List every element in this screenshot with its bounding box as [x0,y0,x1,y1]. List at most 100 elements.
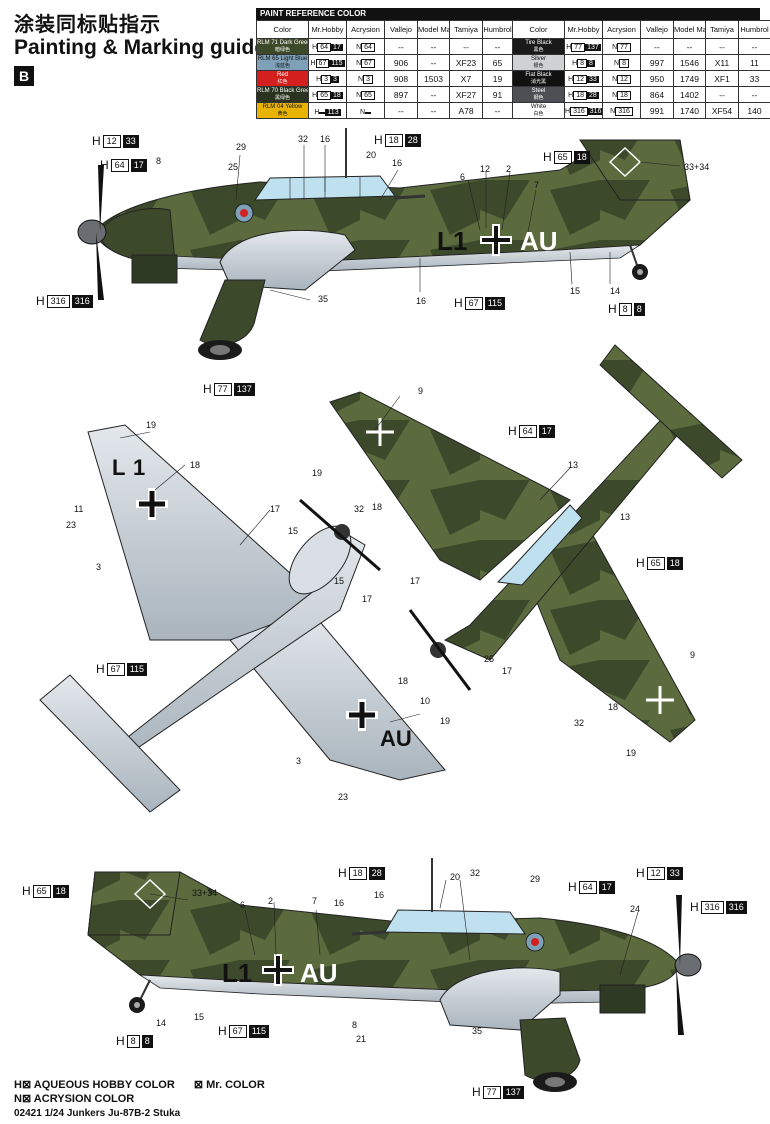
legend-mr-color: ⊠ Mr. COLOR [193,1079,265,1091]
callout-number: 11 [74,504,84,514]
page-title-cn: 涂装同标贴指示 [14,12,161,36]
callout-number: 15 [288,526,299,536]
callout-number: 16 [416,296,427,306]
side-view-left-profile: L1 AU [77,128,691,360]
callout-number: 19 [440,716,451,726]
callout-number: 6 [240,900,246,910]
paint-name-cn: 红色 [277,78,288,85]
callout-number: 2 [506,164,512,174]
paint-name-cn: 消光黑 [530,78,546,85]
paint-table: Color Mr.Hobby Acrysion Vallejo Model Ma… [256,20,770,119]
callout-number: 15 [194,1012,205,1022]
paint-name: Flat Black [525,71,552,78]
callout-number: 32 [354,504,365,514]
callout-number: 6 [460,172,466,182]
paint-code: N [346,102,385,119]
footer-caption: 02421 1/24 Junkers Ju-87B-2 Stuka [14,1108,181,1119]
callout-number: 18 [398,676,409,686]
callout-number: 35 [318,294,329,304]
side-view-right-profile: L1 AU [87,858,702,1092]
callout-number: 8 [352,1020,358,1030]
callout-number: 10 [420,696,431,706]
callout-number: 16 [374,890,385,900]
callout-number: 16 [334,898,345,908]
paint-vallejo: -- [384,102,418,119]
callout-number: 23 [66,520,77,530]
paint-name: Silver [530,55,546,62]
callout-number: 9 [418,386,424,396]
callout-number: 8 [156,156,162,166]
callout-number: 19 [626,748,637,758]
paint-name: RLM 65 Light Blue [257,55,308,62]
callout-number: 32 [470,868,481,878]
callout-number: 17 [362,594,373,604]
callout-number: 7 [534,180,540,190]
paint-name: RLM 70 Black Green [257,87,309,94]
paint-name: White [530,103,547,110]
callout-number: 25 [228,162,239,172]
paint-name-cn: 钢色 [533,94,544,101]
paint-name-cn: 黄色 [277,110,288,117]
callout-number: 33+34 [684,162,710,172]
callout-number: 19 [312,468,323,478]
callout-number: 14 [156,1018,167,1028]
callout-number: 25 [484,654,495,664]
svg-text:1: 1 [133,455,145,480]
paint-tamiya: A78 [449,102,483,119]
legend-line-2: N⊠ ACRYSION COLOR [14,1093,135,1105]
page-title: Painting & Marking guide [14,36,267,59]
paint-name: Tire Black [525,39,552,46]
legend-aqueous: H⊠ AQUEOUS HOBBY COLOR [14,1079,175,1091]
callout-number: 20 [366,150,377,160]
paint-name-cn: 黑色 [533,46,544,53]
callout-number: 3 [296,756,302,766]
version-badge: B [14,66,34,86]
callout-number: 29 [236,142,247,152]
paint-name: Steel [531,87,546,94]
svg-text:L1: L1 [222,958,252,988]
paint-name-cn: 银色 [533,62,544,69]
callout-number: 18 [372,502,383,512]
svg-text:AU: AU [520,226,558,256]
callout-number: 15 [334,576,345,586]
callout-number: 9 [690,650,696,660]
callout-number: 16 [320,134,331,144]
callout-number: 13 [568,460,579,470]
paint-name-cn: 白色 [533,110,544,117]
svg-text:AU: AU [300,958,338,988]
callout-number: 3 [96,562,102,572]
paint-name: Red [276,71,288,78]
legend-line-1: H⊠ AQUEOUS HOBBY COLOR ⊠ Mr. COLOR [14,1078,265,1091]
callout-number: 2 [268,896,274,906]
